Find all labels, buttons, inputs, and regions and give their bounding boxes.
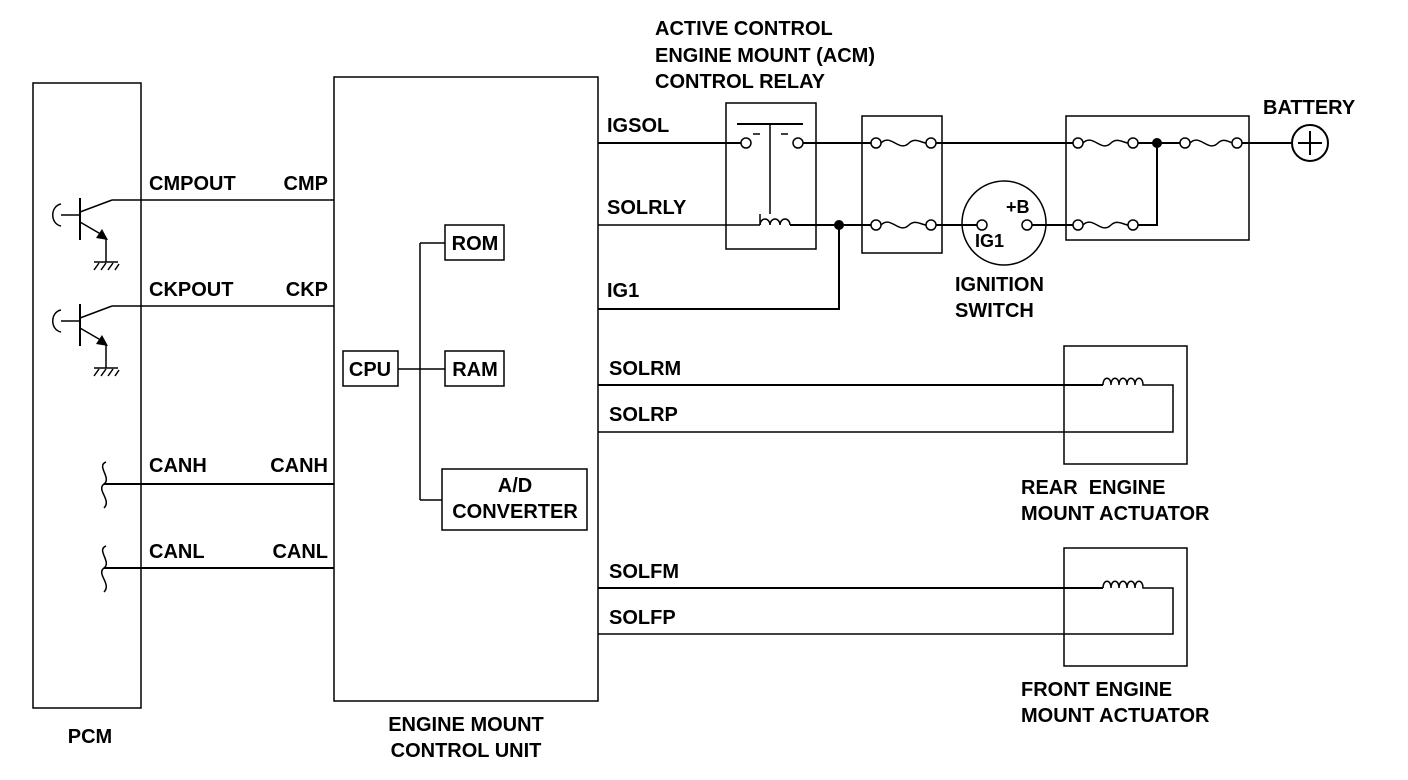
signal-solrp: SOLRP [609, 404, 678, 426]
ecu-label-line2: CONTROL UNIT [391, 740, 542, 762]
signal-solfp: SOLFP [609, 607, 676, 629]
ecu-pin-canl: CANL [272, 541, 328, 563]
pcm-pin-ckpout: CKPOUT [149, 279, 233, 301]
ram-label: RAM [452, 359, 498, 381]
signal-igsol: IGSOL [607, 115, 669, 137]
relay-label-line2: ENGINE MOUNT (ACM) [655, 45, 875, 67]
pcm-pin-canh: CANH [149, 455, 207, 477]
signal-solrm: SOLRM [609, 358, 681, 380]
ecu-pin-cmp: CMP [284, 173, 328, 195]
fuse-box-1 [861, 115, 943, 254]
adc-label-line2: CONVERTER [452, 501, 578, 523]
relay-box [725, 102, 817, 250]
fuse-2-riser-wire [1138, 143, 1158, 226]
front-actuator-coil-icon [1102, 580, 1147, 589]
rear-actuator-box [1063, 345, 1188, 465]
ecu-box [333, 76, 599, 702]
adc-label-line1: A/D [498, 475, 532, 497]
cpu-label: CPU [349, 359, 391, 381]
ig1-wire [598, 225, 840, 310]
ignition-b-terminal [1021, 219, 1033, 231]
fuse-box-2 [1065, 115, 1250, 241]
solfp-wire [598, 587, 1174, 635]
battery-label: BATTERY [1263, 97, 1356, 119]
rom-label: ROM [452, 233, 499, 255]
fuse-2a-icon [1072, 137, 1139, 149]
signal-ig1: IG1 [607, 280, 639, 302]
ignition-label-line1: IGNITION [955, 274, 1044, 296]
ecu-pin-ckp: CKP [286, 279, 328, 301]
fuse-1a-icon [870, 137, 937, 149]
pcm-pin-cmpout: CMPOUT [149, 173, 236, 195]
ignition-b-label: +B [1006, 197, 1030, 217]
ignition-ig1-label: IG1 [975, 231, 1004, 251]
solrp-wire [598, 384, 1174, 433]
battery-plus-icon [1291, 124, 1329, 162]
fuse-1b-icon [870, 219, 937, 231]
ckp-transistor-icon [52, 304, 120, 377]
front-actuator-label-line2: MOUNT ACTUATOR [1021, 705, 1210, 727]
rear-actuator-label-line2: MOUNT ACTUATOR [1021, 503, 1210, 525]
fuse-2b-icon [1072, 219, 1139, 231]
relay-coil-icon [759, 214, 791, 226]
ignition-label-line2: SWITCH [955, 300, 1034, 322]
front-actuator-box [1063, 547, 1188, 667]
ignition-switch-icon [961, 180, 1047, 266]
relay-label-line3: CONTROL RELAY [655, 71, 826, 93]
signal-solrly: SOLRLY [607, 197, 687, 219]
ignition-ig1-terminal [976, 219, 988, 231]
relay-contact-icon [737, 123, 804, 214]
cmp-transistor-icon [52, 198, 120, 271]
pcm-box [32, 82, 142, 709]
ecu-label-line1: ENGINE MOUNT [388, 714, 544, 736]
fuse-2c-icon [1179, 137, 1243, 149]
pcm-label: PCM [68, 726, 112, 748]
pcm-pin-canl: CANL [149, 541, 205, 563]
rear-actuator-label-line1: REAR ENGINE [1021, 477, 1165, 499]
front-actuator-label-line1: FRONT ENGINE [1021, 679, 1172, 701]
signal-solfm: SOLFM [609, 561, 679, 583]
internal-bus [398, 242, 445, 501]
rear-actuator-coil-icon [1102, 377, 1147, 386]
ecu-pin-canh: CANH [270, 455, 328, 477]
ig1-junction-dot [834, 220, 844, 230]
relay-label-line1: ACTIVE CONTROL [655, 18, 833, 40]
